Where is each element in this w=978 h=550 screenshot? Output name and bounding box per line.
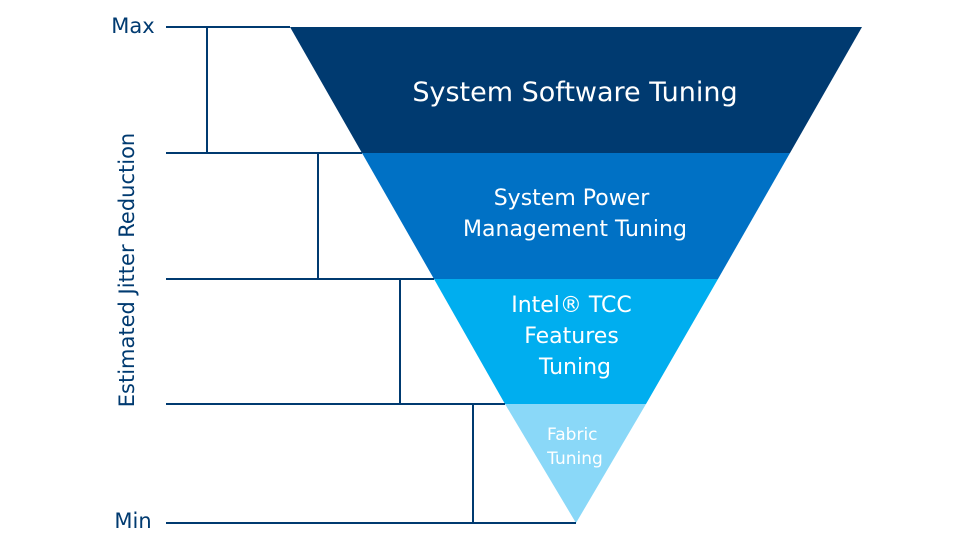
axis-max-label: Max	[111, 14, 154, 38]
layer-intel-tcc-features-tuning	[434, 279, 718, 404]
layer-label-system-power-management-tuning: System Power Management Tuning	[463, 186, 687, 242]
layer-fabric-tuning	[505, 404, 646, 523]
layer-label-line: Tuning	[546, 449, 603, 469]
layer-label-line: System Software Tuning	[412, 77, 737, 108]
layer-system-software-tuning	[290, 27, 862, 153]
layer-label-intel-tcc-features-tuning: Intel® TCC Features Tuning	[511, 293, 639, 380]
layer-system-power-management-tuning	[362, 153, 790, 279]
layer-label-fabric-tuning: Fabric Tuning	[546, 425, 603, 469]
layer-label-line: Features	[524, 324, 619, 349]
axis-title: Estimated Jitter Reduction	[115, 133, 139, 407]
axis-bracket-lines	[166, 26, 576, 524]
layer-label-system-software-tuning: System Software Tuning	[412, 77, 737, 108]
axis-min-label: Min	[114, 509, 151, 533]
layer-label-line: Intel® TCC	[511, 293, 632, 318]
layer-label-line: Management Tuning	[463, 217, 687, 242]
layer-label-line: Tuning	[538, 355, 611, 380]
layer-label-line: System Power	[494, 186, 651, 211]
layer-label-line: Fabric	[547, 425, 598, 445]
